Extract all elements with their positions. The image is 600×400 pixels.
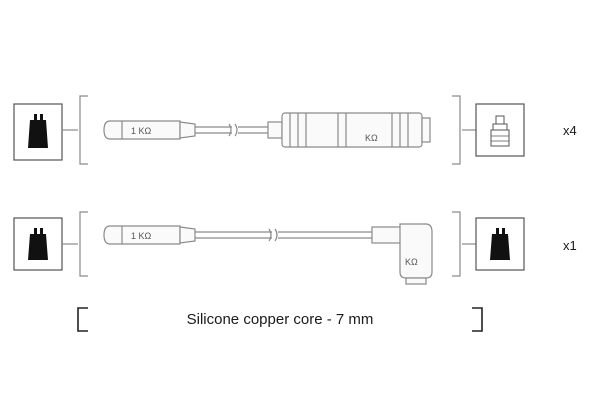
caption-right-bracket bbox=[472, 307, 483, 332]
coil-terminal-icon bbox=[475, 217, 525, 271]
cable-row-2: 1 KΩ KΩ x1 bbox=[13, 211, 577, 285]
left-resistance-label: 1 KΩ bbox=[131, 126, 152, 136]
coil-terminal-icon bbox=[13, 217, 63, 271]
quantity-label: x1 bbox=[563, 238, 577, 253]
right-angled-boot: KΩ bbox=[371, 223, 433, 285]
quantity-label: x4 bbox=[563, 123, 577, 138]
right-resistance-label: KΩ bbox=[365, 133, 378, 143]
spark-plug-terminal-icon bbox=[475, 103, 525, 157]
left-boot: 1 KΩ bbox=[103, 225, 196, 245]
cable-row-1: 1 KΩ KΩ bbox=[13, 95, 577, 165]
left-boot: 1 KΩ bbox=[103, 120, 196, 140]
coil-terminal-icon bbox=[13, 103, 63, 161]
caption-group: Silicone copper core - 7 mm bbox=[77, 307, 483, 332]
right-straight-boot: KΩ bbox=[267, 112, 431, 148]
caption-text: Silicone copper core - 7 mm bbox=[187, 311, 374, 328]
left-resistance-label: 1 KΩ bbox=[131, 231, 152, 241]
caption-left-bracket bbox=[77, 307, 88, 332]
right-resistance-label: KΩ bbox=[405, 257, 418, 267]
